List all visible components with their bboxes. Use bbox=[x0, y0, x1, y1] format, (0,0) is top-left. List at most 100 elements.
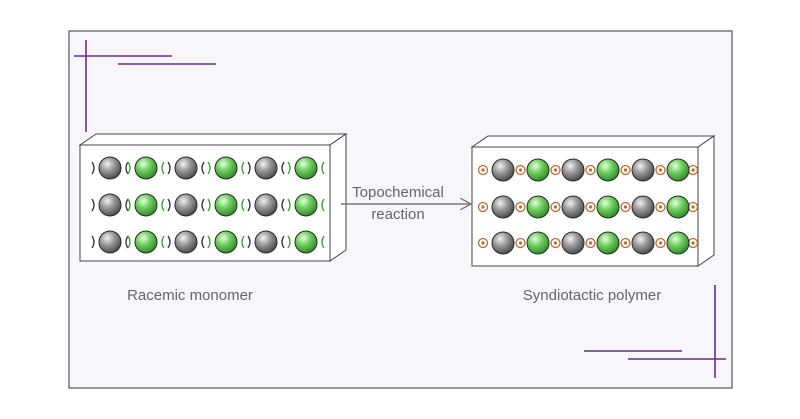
ring-linker-core bbox=[588, 168, 593, 172]
bracket-linker bbox=[201, 161, 205, 175]
gray-sphere bbox=[491, 231, 515, 255]
gray-sphere bbox=[98, 156, 122, 180]
polymer-panel-side-face bbox=[697, 135, 715, 267]
ring-linker-core bbox=[691, 205, 695, 209]
arrow-label-line2: reaction bbox=[371, 206, 424, 223]
bracket-linker bbox=[247, 235, 251, 249]
left-caption: Racemic monomer bbox=[127, 287, 253, 304]
ring-linker-core bbox=[691, 168, 695, 172]
green-sphere bbox=[134, 156, 158, 180]
gray-sphere bbox=[174, 193, 198, 217]
bracket-linker bbox=[127, 198, 131, 212]
green-sphere bbox=[596, 158, 620, 182]
green-sphere bbox=[526, 231, 550, 255]
gray-sphere bbox=[98, 193, 122, 217]
bracket-linker bbox=[281, 161, 285, 175]
gray-sphere bbox=[631, 195, 655, 219]
green-sphere bbox=[294, 156, 318, 180]
gray-sphere bbox=[561, 231, 585, 255]
bracket-linker bbox=[167, 161, 171, 175]
monomer-panel-side-face bbox=[329, 133, 347, 262]
monomer-grid bbox=[91, 156, 325, 254]
bracket-linker bbox=[91, 161, 95, 175]
bracket-linker bbox=[161, 235, 165, 249]
bracket-linker bbox=[321, 198, 325, 212]
bracket-linker bbox=[167, 198, 171, 212]
ring-linker-core bbox=[623, 168, 628, 172]
accent-lines-bottom-right bbox=[584, 285, 726, 378]
bracket-linker bbox=[247, 161, 251, 175]
ring-linker-core bbox=[658, 168, 663, 172]
ring-linker-core bbox=[518, 241, 523, 245]
gray-sphere bbox=[631, 231, 655, 255]
green-sphere bbox=[596, 231, 620, 255]
ring-linker-core bbox=[518, 205, 523, 209]
ring-linker-core bbox=[658, 241, 663, 245]
bracket-linker bbox=[125, 161, 129, 175]
bracket-linker bbox=[207, 198, 211, 212]
ring-linker-core bbox=[518, 168, 523, 172]
gray-sphere bbox=[491, 195, 515, 219]
ring-linker-core bbox=[481, 241, 485, 245]
bracket-linker bbox=[125, 235, 129, 249]
gray-sphere bbox=[174, 156, 198, 180]
green-sphere bbox=[526, 158, 550, 182]
ring-linker-core bbox=[623, 205, 628, 209]
green-sphere bbox=[214, 156, 238, 180]
arrow-label-line1: Topochemical bbox=[352, 184, 444, 201]
monomer-panel-front-face bbox=[79, 144, 331, 262]
bracket-linker bbox=[241, 198, 245, 212]
ring-linker-core bbox=[691, 241, 695, 245]
right-caption: Syndiotactic polymer bbox=[523, 287, 661, 304]
bracket-linker bbox=[247, 198, 251, 212]
bracket-linker bbox=[161, 198, 165, 212]
bracket-linker bbox=[201, 198, 205, 212]
ring-linker-core bbox=[588, 205, 593, 209]
bracket-linker bbox=[321, 235, 325, 249]
bracket-linker bbox=[287, 198, 291, 212]
green-sphere bbox=[214, 230, 238, 254]
accent-lines-top-left bbox=[74, 40, 216, 132]
bracket-linker bbox=[281, 198, 285, 212]
polymer-grid bbox=[477, 158, 699, 255]
bracket-linker bbox=[241, 161, 245, 175]
bracket-linker bbox=[201, 235, 205, 249]
bracket-linker bbox=[281, 235, 285, 249]
ring-linker-core bbox=[553, 168, 558, 172]
green-sphere bbox=[134, 193, 158, 217]
green-sphere bbox=[134, 230, 158, 254]
bracket-linker bbox=[161, 161, 165, 175]
gray-sphere bbox=[491, 158, 515, 182]
gray-sphere bbox=[561, 158, 585, 182]
bracket-linker bbox=[125, 198, 129, 212]
polymer-panel-top-face bbox=[470, 135, 716, 148]
gray-sphere bbox=[561, 195, 585, 219]
green-sphere bbox=[596, 195, 620, 219]
green-sphere bbox=[666, 195, 690, 219]
ring-linker-core bbox=[553, 205, 558, 209]
bracket-linker bbox=[207, 235, 211, 249]
bracket-linker bbox=[127, 235, 131, 249]
gray-sphere bbox=[98, 230, 122, 254]
ring-linker-core bbox=[588, 241, 593, 245]
ring-linker-core bbox=[481, 205, 485, 209]
green-sphere bbox=[294, 230, 318, 254]
ring-linker-core bbox=[481, 168, 485, 172]
monomer-panel bbox=[78, 133, 348, 262]
ring-linker-core bbox=[658, 205, 663, 209]
monomer-panel-top-face bbox=[78, 133, 348, 146]
bracket-linker bbox=[287, 161, 291, 175]
gray-sphere bbox=[254, 193, 278, 217]
bracket-linker bbox=[167, 235, 171, 249]
gray-sphere bbox=[174, 230, 198, 254]
green-sphere bbox=[526, 195, 550, 219]
ring-linker-core bbox=[623, 241, 628, 245]
bracket-linker bbox=[127, 161, 131, 175]
bracket-linker bbox=[91, 235, 95, 249]
ring-linker-core bbox=[553, 241, 558, 245]
green-sphere bbox=[666, 231, 690, 255]
bracket-linker bbox=[241, 235, 245, 249]
polymer-panel bbox=[470, 135, 716, 267]
bracket-linker bbox=[287, 235, 291, 249]
